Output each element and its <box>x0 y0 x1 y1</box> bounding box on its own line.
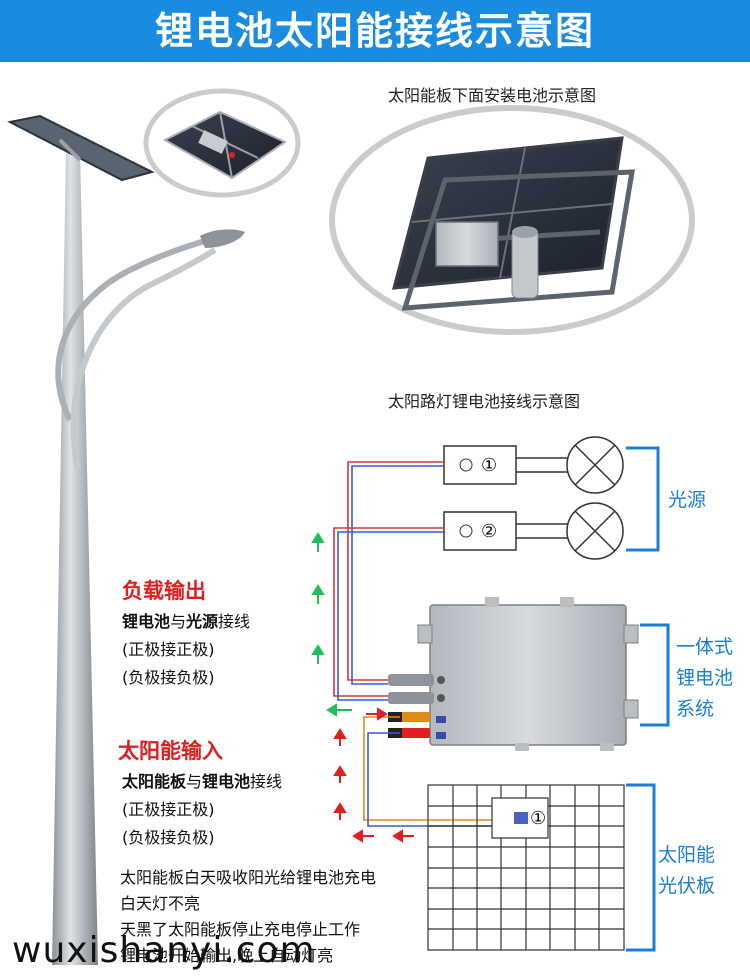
top-caption: 太阳能板下面安装电池示意图 <box>388 86 597 105</box>
battery-term: 锂电池 <box>202 772 251 791</box>
wiring-word: 接线 <box>250 772 283 791</box>
load-output-heading: 负载输出 <box>122 579 206 603</box>
solar-input-line1: 太阳能板与锂电池接线 <box>122 768 282 792</box>
cable-connectors <box>388 674 434 738</box>
wiring-caption: 太阳路灯锂电池接线示意图 <box>388 392 581 411</box>
wiring-lines <box>333 461 498 827</box>
solar-input-line2: (正极接正极) <box>122 800 215 819</box>
solar-panel-grid <box>427 784 625 951</box>
note-line-1: 太阳能板白天吸收阳光给锂电池充电 <box>120 868 377 887</box>
panel-label-2: 光伏板 <box>658 875 716 897</box>
battery-term: 锂电池 <box>122 612 171 631</box>
load-output-line3: (负极接负极) <box>122 668 215 687</box>
page-title: 锂电池太阳能接线示意图 <box>154 9 595 53</box>
panel-number: ① <box>530 808 547 829</box>
battery-label-3: 系统 <box>676 698 715 720</box>
load-output-line1: 锂电池与光源接线 <box>122 608 250 632</box>
and-word: 与 <box>170 612 187 631</box>
solar-input-line3: (负极接负极) <box>122 828 215 847</box>
watermark: wuxishanyi.com <box>12 930 316 971</box>
note-line-4: 锂电池开始输出,晚上自动灯亮 <box>120 946 334 965</box>
note-line-2: 白天灯不亮 <box>120 894 201 913</box>
battery-label-2: 锂电池 <box>676 667 734 689</box>
solar-input-arrows <box>333 707 414 843</box>
wiring-word: 接线 <box>218 612 251 631</box>
light-term: 光源 <box>186 612 219 631</box>
load-output-arrows <box>311 532 352 717</box>
panel-label-1: 太阳能 <box>658 844 716 866</box>
battery-system-box <box>417 597 639 751</box>
note-line-3: 天黑了太阳能板停止充电停止工作 <box>120 920 361 939</box>
solar-input-heading: 太阳能输入 <box>118 739 223 763</box>
light-source-bracket <box>626 446 660 552</box>
and-word: 与 <box>186 772 203 791</box>
lamp-number-1: ① <box>481 455 498 476</box>
panel-term: 太阳能板 <box>122 772 187 791</box>
battery-label-1: 一体式 <box>676 636 734 658</box>
lamp-number-2: ② <box>481 521 498 542</box>
panel-underside-thumbnail <box>143 88 301 198</box>
title-banner <box>0 0 750 62</box>
light-source-label: 光源 <box>668 489 707 511</box>
panel-bracket <box>626 783 656 952</box>
battery-bracket <box>640 623 670 727</box>
street-lamp-pole <box>7 114 245 965</box>
load-output-line2: (正极接正极) <box>122 640 215 659</box>
lamp-driver-1 <box>443 436 624 494</box>
panel-underside-detail <box>329 105 695 335</box>
lamp-driver-2 <box>443 502 624 560</box>
